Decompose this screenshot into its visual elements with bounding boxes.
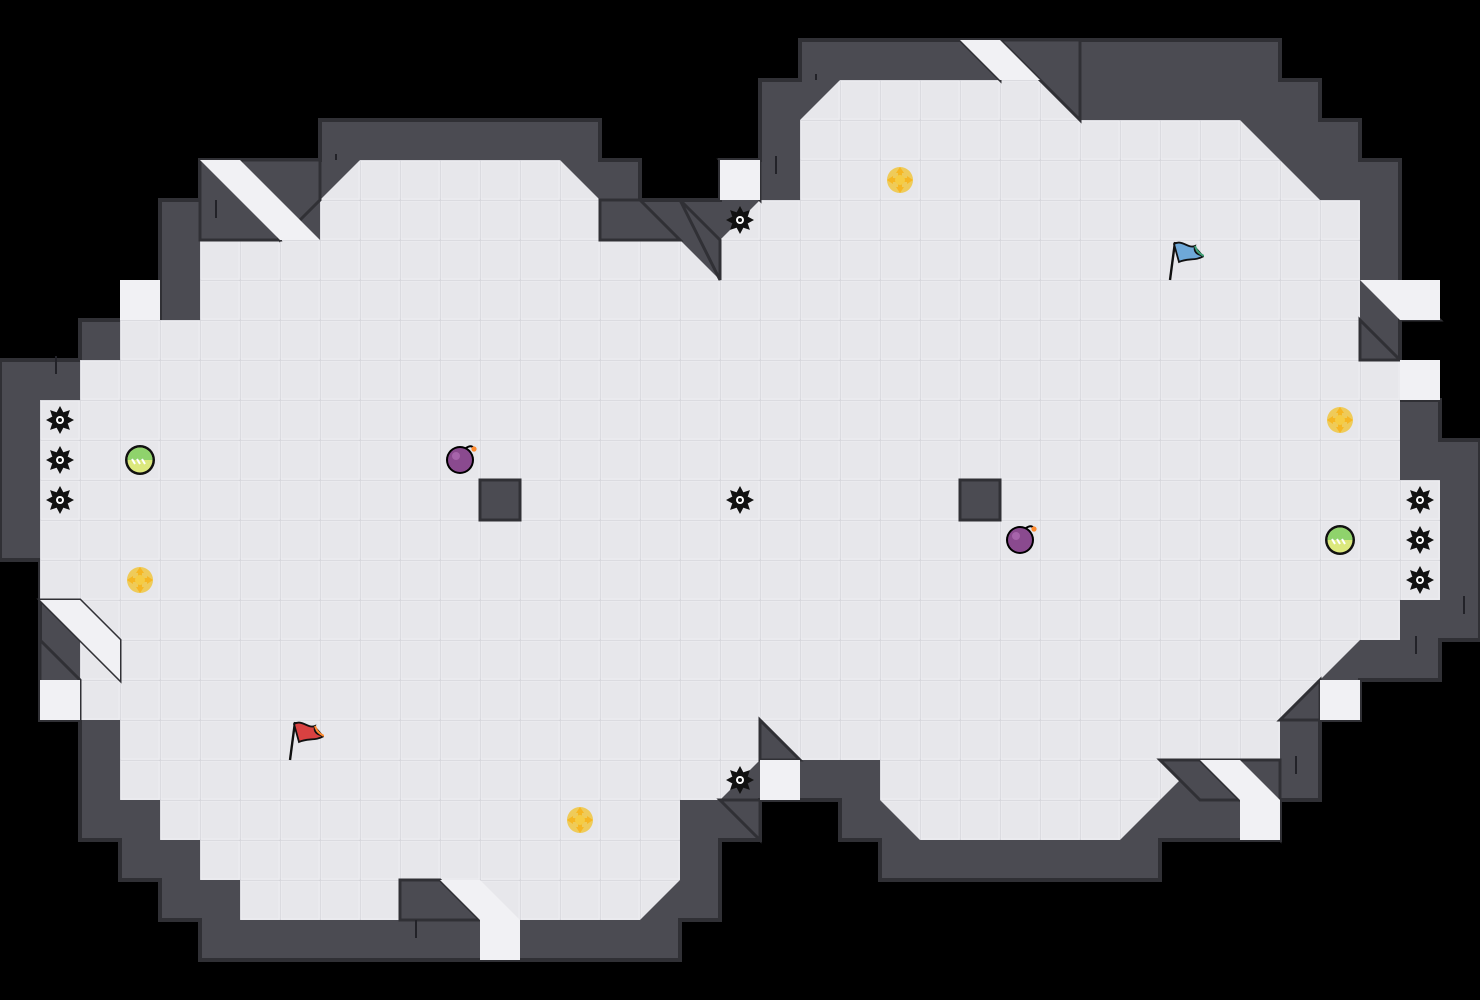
spike-icon [726,486,754,514]
spike-icon [726,766,754,794]
spike-icon [1406,486,1434,514]
spike-icon [726,206,754,234]
spike-icon [46,486,74,514]
speed-boost-icon [1327,407,1353,433]
portal-icon [1324,524,1356,556]
portal-icon [124,444,156,476]
spike-icon [46,406,74,434]
light-diagonal-tiles [40,40,1440,960]
speed-boost-icon [127,567,153,593]
entity-layer [46,167,1434,833]
speed-boost-icon [887,167,913,193]
spike-icon [1406,526,1434,554]
speed-boost-icon [567,807,593,833]
wall-notches [55,74,1465,938]
spike-icon [46,446,74,474]
wall-block-icon [478,478,522,522]
wall-block-icon [958,478,1002,522]
spike-icon [1406,566,1434,594]
